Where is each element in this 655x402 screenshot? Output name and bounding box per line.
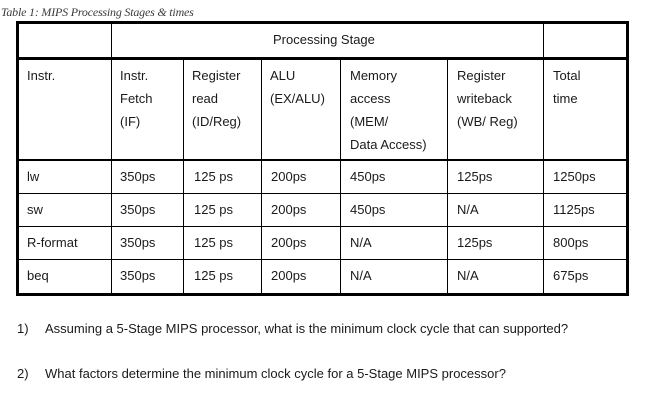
cell-rformat-total: 800ps xyxy=(553,235,589,250)
cell-rformat-mem: N/A xyxy=(350,235,372,250)
col-header-instr: Instr. xyxy=(27,68,56,83)
cell-rformat-wb: 125ps xyxy=(457,235,493,250)
cell-lw-id: 125 ps xyxy=(194,169,234,184)
cell-beq-instr: beq xyxy=(27,268,49,283)
cell-lw-alu: 200ps xyxy=(271,169,307,184)
table-caption: Table 1: MIPS Processing Stages & times xyxy=(1,5,194,19)
cell-rformat-if: 350ps xyxy=(120,235,156,250)
row-divider xyxy=(19,226,626,227)
question-text: Assuming a 5-Stage MIPS processor, what … xyxy=(45,321,569,336)
question-number: 1) xyxy=(17,321,29,336)
cell-beq-wb: N/A xyxy=(457,268,479,283)
col-divider xyxy=(543,24,544,293)
cell-beq-id: 125 ps xyxy=(194,268,234,283)
col-header-id: Register read (ID/Reg) xyxy=(192,68,242,129)
cell-lw-mem: 450ps xyxy=(350,169,386,184)
header-divider xyxy=(19,57,626,60)
col-divider xyxy=(261,57,262,293)
cell-sw-id: 125 ps xyxy=(194,202,234,217)
cell-sw-mem: 450ps xyxy=(350,202,386,217)
cell-sw-total: 1125ps xyxy=(553,202,595,217)
cell-lw-wb: 125ps xyxy=(457,169,493,184)
cell-sw-wb: N/A xyxy=(457,202,479,217)
cell-beq-if: 350ps xyxy=(120,268,156,283)
cell-lw-total: 1250ps xyxy=(553,169,596,184)
col-divider xyxy=(111,24,112,293)
column-header-divider xyxy=(19,159,626,161)
col-divider xyxy=(340,57,341,293)
col-header-alu: ALU (EX/ALU) xyxy=(270,68,325,106)
cell-rformat-instr: R-format xyxy=(27,235,78,250)
cell-lw-instr: lw xyxy=(27,169,40,184)
cell-beq-mem: N/A xyxy=(350,268,372,283)
col-divider xyxy=(447,57,448,293)
cell-rformat-id: 125 ps xyxy=(194,235,234,250)
cell-beq-total: 675ps xyxy=(553,268,589,283)
question-number: 2) xyxy=(17,366,29,381)
mips-stages-table: Processing Stage Instr. Instr. Fetch (IF… xyxy=(16,21,629,296)
col-header-if: Instr. Fetch (IF) xyxy=(120,68,153,129)
group-header-processing-stage: Processing Stage xyxy=(273,32,375,47)
col-header-wb: Register writeback (WB/ Reg) xyxy=(457,68,518,129)
col-header-total: Total time xyxy=(553,68,581,106)
cell-rformat-alu: 200ps xyxy=(271,235,307,250)
cell-sw-if: 350ps xyxy=(120,202,156,217)
cell-beq-alu: 200ps xyxy=(271,268,307,283)
cell-sw-instr: sw xyxy=(27,202,43,217)
row-divider xyxy=(19,193,626,194)
col-header-mem: Memory access (MEM/ Data Access) xyxy=(350,68,427,152)
row-divider xyxy=(19,259,626,260)
col-divider xyxy=(183,57,184,293)
cell-sw-alu: 200ps xyxy=(271,202,307,217)
cell-lw-if: 350ps xyxy=(120,169,156,184)
question-text: What factors determine the minimum clock… xyxy=(45,366,506,381)
